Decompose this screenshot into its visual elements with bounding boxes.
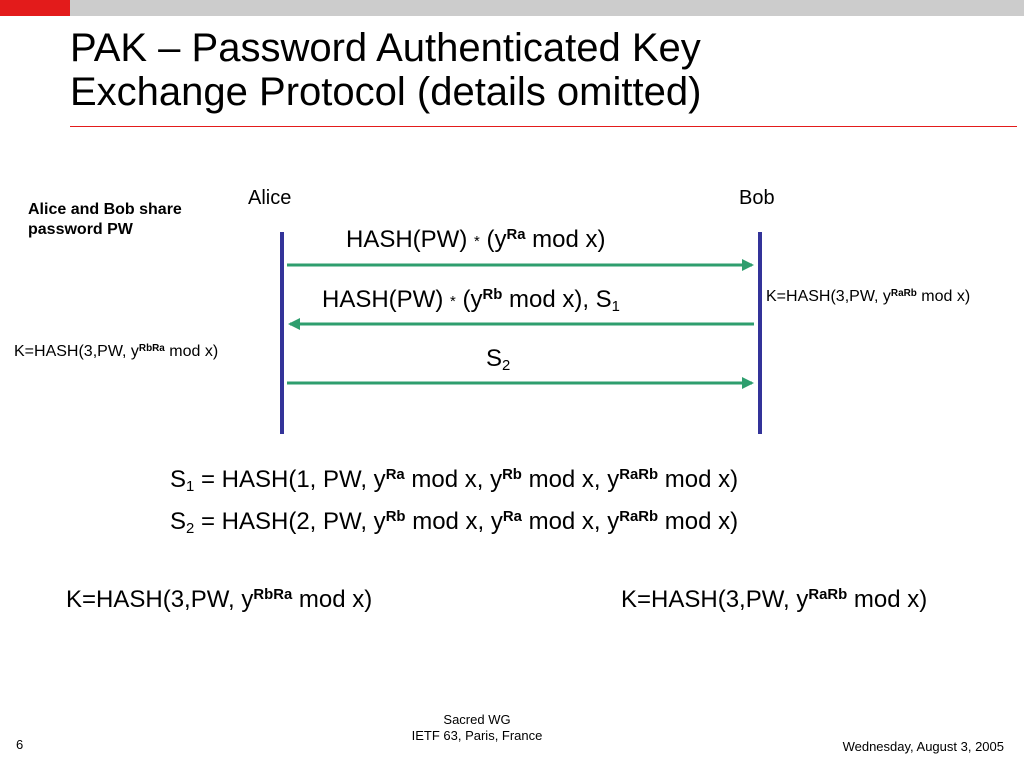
bob-key-label: K=HASH(3,PW, yRaRb mod x) bbox=[766, 288, 970, 306]
bob-key-prefix: K=HASH(3,PW, y bbox=[766, 288, 891, 305]
m3-prefix: S bbox=[486, 345, 503, 372]
s2-d: mod x) bbox=[658, 508, 739, 535]
footer-center-line2: IETF 63, Paris, France bbox=[411, 728, 543, 743]
footer-center-line1: Sacred WG bbox=[443, 712, 511, 727]
equation-s1: S1 = HASH(1, PW, yRa mod x, yRb mod x, y… bbox=[170, 466, 739, 496]
m1-open: (y bbox=[479, 226, 507, 253]
s2-sub: 2 bbox=[186, 521, 195, 538]
actor-bob: Bob bbox=[739, 187, 775, 209]
actor-alice: Alice bbox=[248, 187, 292, 209]
s1-sub: 1 bbox=[186, 479, 195, 496]
slide-title-line2: Exchange Protocol (details omitted) bbox=[70, 70, 702, 114]
top-bar-accent bbox=[0, 0, 70, 16]
footer-center: Sacred WG IETF 63, Paris, France bbox=[0, 712, 1024, 744]
alice-key-label: K=HASH(3,PW, yRbRa mod x) bbox=[14, 343, 218, 361]
key-left-sup: RbRa bbox=[253, 586, 293, 603]
m1-prefix: HASH(PW) bbox=[346, 226, 474, 253]
s1-sup1: Ra bbox=[385, 466, 405, 483]
equation-s2: S2 = HASH(2, PW, yRb mod x, yRa mod x, y… bbox=[170, 508, 739, 538]
message-1-label: HASH(PW) * (yRa mod x) bbox=[346, 226, 606, 254]
m2-sub: 1 bbox=[611, 299, 620, 316]
message-3-label: S2 bbox=[486, 345, 511, 375]
s2-b: mod x, y bbox=[405, 508, 503, 535]
s2-c: mod x, y bbox=[521, 508, 620, 535]
s1-c: mod x, y bbox=[521, 466, 620, 493]
slide-number: 6 bbox=[16, 737, 24, 752]
s2-sup3: RaRb bbox=[619, 508, 659, 525]
top-bar bbox=[0, 0, 1024, 16]
key-right-sup: RaRb bbox=[808, 586, 848, 603]
final-key-right: K=HASH(3,PW, yRaRb mod x) bbox=[621, 586, 927, 614]
note-line1: Alice and Bob share bbox=[28, 201, 182, 218]
s1-a: = HASH(1, PW, y bbox=[194, 466, 386, 493]
s1-b: mod x, y bbox=[404, 466, 503, 493]
note-line2: password PW bbox=[28, 221, 133, 238]
footer-date: Wednesday, August 3, 2005 bbox=[842, 739, 1004, 754]
m2-star: * bbox=[450, 293, 456, 310]
s1-sup2: Rb bbox=[502, 466, 522, 483]
m2-open: (y bbox=[455, 286, 483, 313]
title-rule bbox=[70, 126, 1017, 127]
m1-star: * bbox=[474, 233, 480, 250]
s2-sup2: Ra bbox=[502, 508, 522, 525]
bob-key-suffix: mod x) bbox=[916, 288, 971, 305]
slide-title-line1: PAK – Password Authenticated Key bbox=[70, 26, 701, 70]
m3-sub: 2 bbox=[502, 358, 511, 375]
s2-a: = HASH(2, PW, y bbox=[194, 508, 386, 535]
alice-key-suffix: mod x) bbox=[164, 343, 219, 360]
key-right-prefix: K=HASH(3,PW, y bbox=[621, 586, 809, 613]
message-2-label: HASH(PW) * (yRb mod x), S1 bbox=[322, 286, 620, 316]
m2-prefix: HASH(PW) bbox=[322, 286, 450, 313]
final-key-left: K=HASH(3,PW, yRbRa mod x) bbox=[66, 586, 372, 614]
alice-key-prefix: K=HASH(3,PW, y bbox=[14, 343, 139, 360]
m1-suffix: mod x) bbox=[525, 226, 606, 253]
m2-sup: Rb bbox=[482, 286, 503, 303]
m2-mid: mod x), S bbox=[502, 286, 612, 313]
m1-sup: Ra bbox=[506, 226, 526, 243]
s1-s: S bbox=[170, 466, 187, 493]
s2-sup1: Rb bbox=[385, 508, 406, 525]
alice-key-sup: RbRa bbox=[138, 342, 165, 354]
s1-sup3: RaRb bbox=[619, 466, 659, 483]
slide-title: PAK – Password Authenticated Key Exchang… bbox=[70, 26, 970, 114]
key-right-suffix: mod x) bbox=[847, 586, 928, 613]
key-left-suffix: mod x) bbox=[292, 586, 373, 613]
bob-key-sup: RaRb bbox=[890, 287, 917, 299]
shared-password-note: Alice and Bob share password PW bbox=[28, 200, 248, 240]
s1-d: mod x) bbox=[658, 466, 739, 493]
s2-s: S bbox=[170, 508, 187, 535]
key-left-prefix: K=HASH(3,PW, y bbox=[66, 586, 254, 613]
